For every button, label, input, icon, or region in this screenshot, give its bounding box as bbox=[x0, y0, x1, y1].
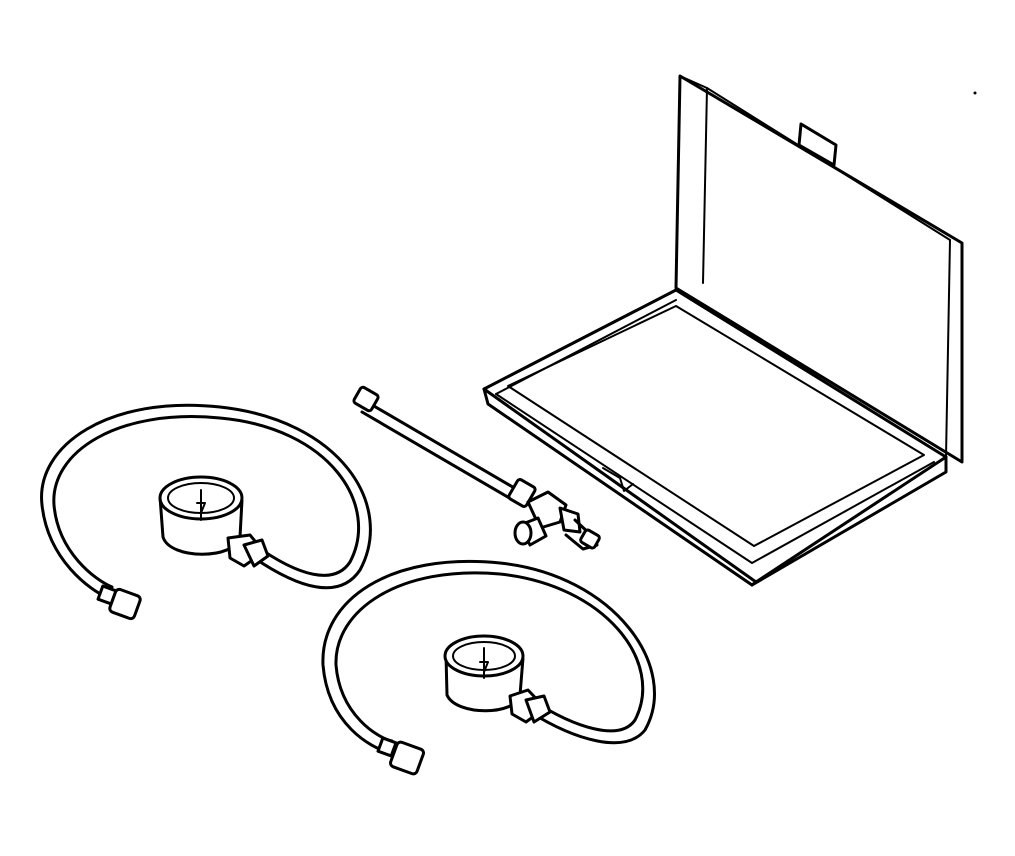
gauge-hose-1 bbox=[40, 403, 372, 621]
pressure-gauge-2 bbox=[443, 634, 552, 724]
carrying-case bbox=[482, 74, 964, 587]
tee-fitting bbox=[513, 490, 601, 551]
latch-tab bbox=[797, 122, 838, 167]
hose-fitting-2 bbox=[376, 736, 425, 776]
tee-adapter-hose bbox=[352, 385, 601, 551]
gauge-hose-2 bbox=[321, 559, 656, 776]
tube-end-cap bbox=[352, 385, 380, 413]
hose-fitting-1 bbox=[96, 584, 142, 621]
pressure-gauge-1 bbox=[158, 475, 270, 568]
